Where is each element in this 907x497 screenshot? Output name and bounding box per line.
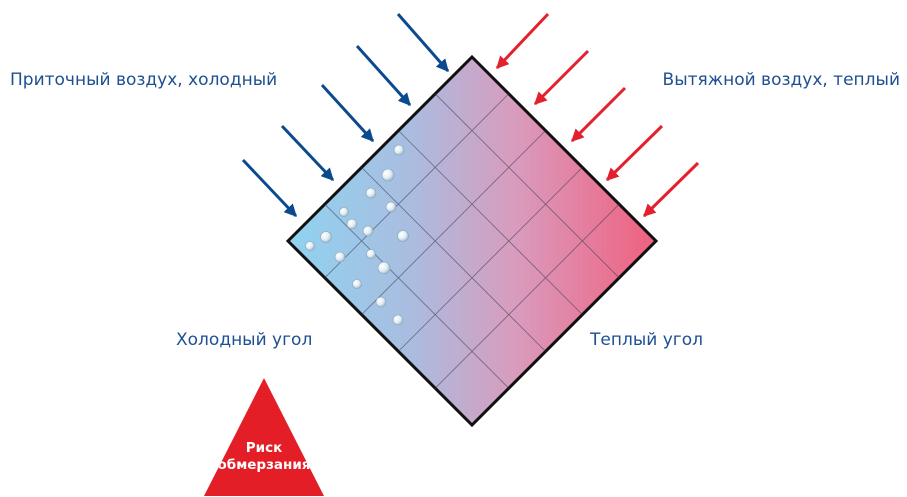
freeze-risk-warning: Риск обмерзания	[204, 377, 324, 495]
exchanger-core	[285, 54, 659, 428]
exhaust-air-label: Вытяжной воздух, теплый	[662, 70, 900, 90]
supply-air-label: Приточный воздух, холодный	[10, 70, 278, 90]
exchanger-grid	[324, 93, 620, 389]
exhaust-arrow	[642, 161, 700, 218]
freeze-risk-triangle	[204, 378, 324, 496]
freeze-risk-line1: Риск	[245, 440, 283, 456]
supply-arrow	[280, 124, 335, 182]
exhaust-arrow	[570, 86, 627, 143]
supply-air-arrows	[241, 13, 450, 218]
freeze-risk-line2: обмерзания	[217, 457, 311, 473]
frost-droplets	[305, 144, 409, 326]
supply-arrow	[241, 158, 298, 218]
supply-arrow	[396, 13, 450, 72]
supply-arrow	[355, 44, 412, 107]
warm-corner-label: Теплый угол	[590, 330, 703, 350]
exhaust-arrow	[495, 12, 550, 70]
cold-corner-label: Холодный угол	[176, 330, 313, 350]
exhaust-arrow	[533, 49, 590, 106]
supply-arrow	[320, 83, 375, 143]
freeze-risk-text: Риск обмерзания	[204, 440, 324, 474]
exhaust-arrow	[605, 124, 664, 182]
exhaust-air-arrows	[495, 12, 700, 218]
